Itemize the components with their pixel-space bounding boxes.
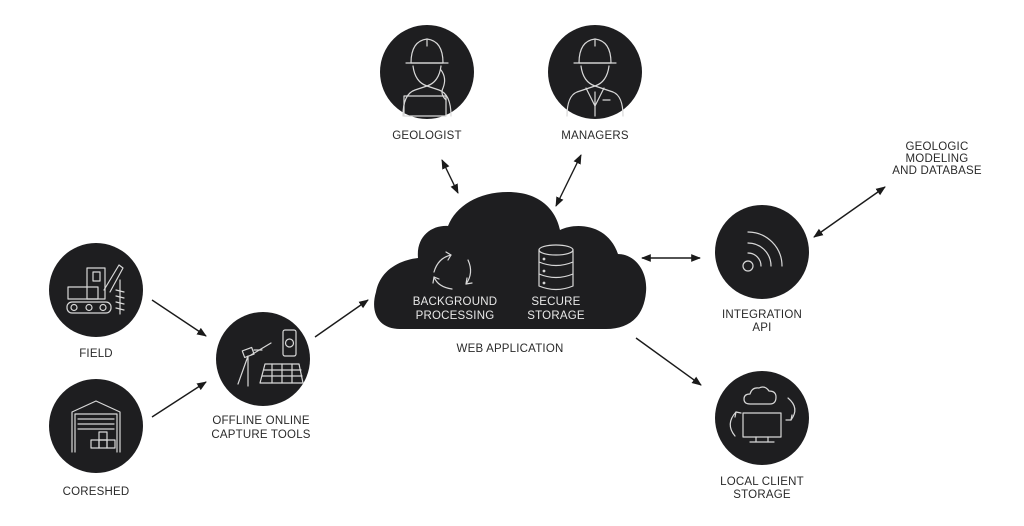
node-geologist [380,25,474,119]
local-label-line1: LOCAL CLIENT [720,476,804,488]
capture-tools-icon [237,329,304,387]
managers-label: MANAGERS [561,130,629,142]
storage-label-line1: SECURE [531,296,580,308]
field-label: FIELD [79,348,113,360]
edge-field-to-capture [151,299,207,337]
integration-label-line1: INTEGRATION [722,309,802,321]
storage-label-line2: STORAGE [527,310,585,322]
geologic-label-line3: AND DATABASE [892,165,982,177]
local-label-line2: STORAGE [733,489,791,501]
node-geologic-modeling: GEOLOGIC MODELING AND DATABASE [892,141,982,177]
edge-coreshed-to-capture [151,381,207,418]
node-web-application: BACKGROUND PROCESSING SECURE STORAGE [374,192,647,329]
edge-integration-geologic [813,186,886,238]
processing-label-line2: PROCESSING [416,310,495,322]
edge-webapp-to-local [635,337,702,386]
integration-label-line2: API [752,322,771,334]
edge-capture-to-webapp [314,299,369,338]
manager-icon [566,38,624,117]
capture-label-line1: OFFLINE ONLINE [212,415,310,427]
node-capture-tools [216,312,310,406]
cloud-shape [374,192,647,329]
refresh-cycle-icon [432,251,473,290]
node-local-client-storage [715,371,809,465]
geologist-label: GEOLOGIST [392,130,462,142]
local-sync-icon [729,386,796,443]
edge-geologist-webapp [441,159,459,194]
web-application-label: WEB APPLICATION [457,343,564,355]
capture-label-line2: CAPTURE TOOLS [211,429,310,441]
node-field [49,243,143,337]
node-managers [548,25,642,119]
coreshed-label: CORESHED [63,486,130,498]
wireless-icon [742,231,783,272]
database-icon [538,244,574,291]
processing-label-line1: BACKGROUND [413,296,497,308]
geologic-label-line1: GEOLOGIC [906,141,969,153]
warehouse-icon [71,400,121,453]
node-coreshed [49,379,143,473]
geologist-icon [402,38,452,117]
geologic-label-line2: MODELING [906,153,969,165]
edge-managers-webapp [555,154,582,207]
drill-rig-icon [66,264,125,315]
node-integration-api [715,205,809,299]
